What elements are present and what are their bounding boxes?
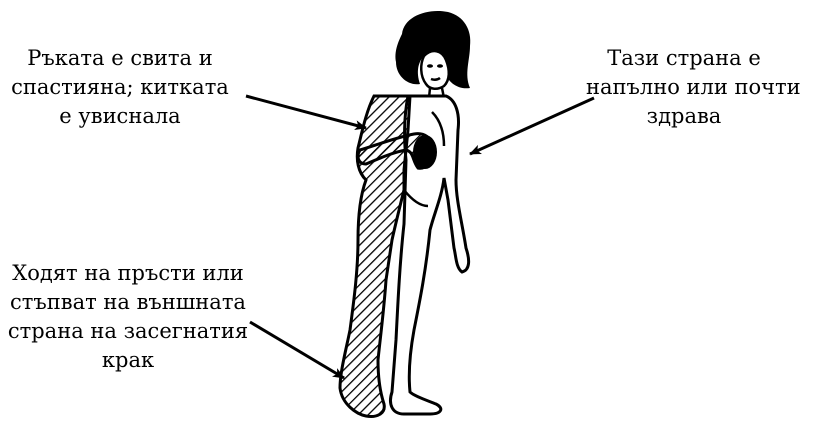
eye-right [437, 64, 443, 68]
dropped-hand [413, 135, 437, 169]
annotation-line: Ходят на пръсти или [0, 259, 256, 288]
annotation-line: здрава [586, 102, 782, 131]
annotation-line: спастияна; китката [2, 73, 238, 102]
eye-left [427, 64, 433, 68]
annotation-line: Ръката е свита и [2, 44, 238, 73]
annotation-foot: Ходят на пръсти или стъпват на външната … [0, 259, 256, 375]
annotation-healthy-side: Тази страна е напълно или почти здрава [586, 44, 782, 131]
annotation-line: стъпват на външната [0, 288, 256, 317]
arrow-arm [246, 96, 366, 128]
face [421, 51, 449, 89]
annotation-line: е увиснала [2, 102, 238, 131]
arrow-foot [250, 322, 344, 378]
annotation-arm: Ръката е свита и спастияна; китката е ув… [2, 44, 238, 131]
arrow-healthy-side [470, 98, 594, 154]
annotation-line: Тази страна е [586, 44, 782, 73]
annotation-line: напълно или почти [586, 73, 782, 102]
annotation-line: крак [0, 346, 256, 375]
annotation-line: страна на засегнатия [0, 317, 256, 346]
